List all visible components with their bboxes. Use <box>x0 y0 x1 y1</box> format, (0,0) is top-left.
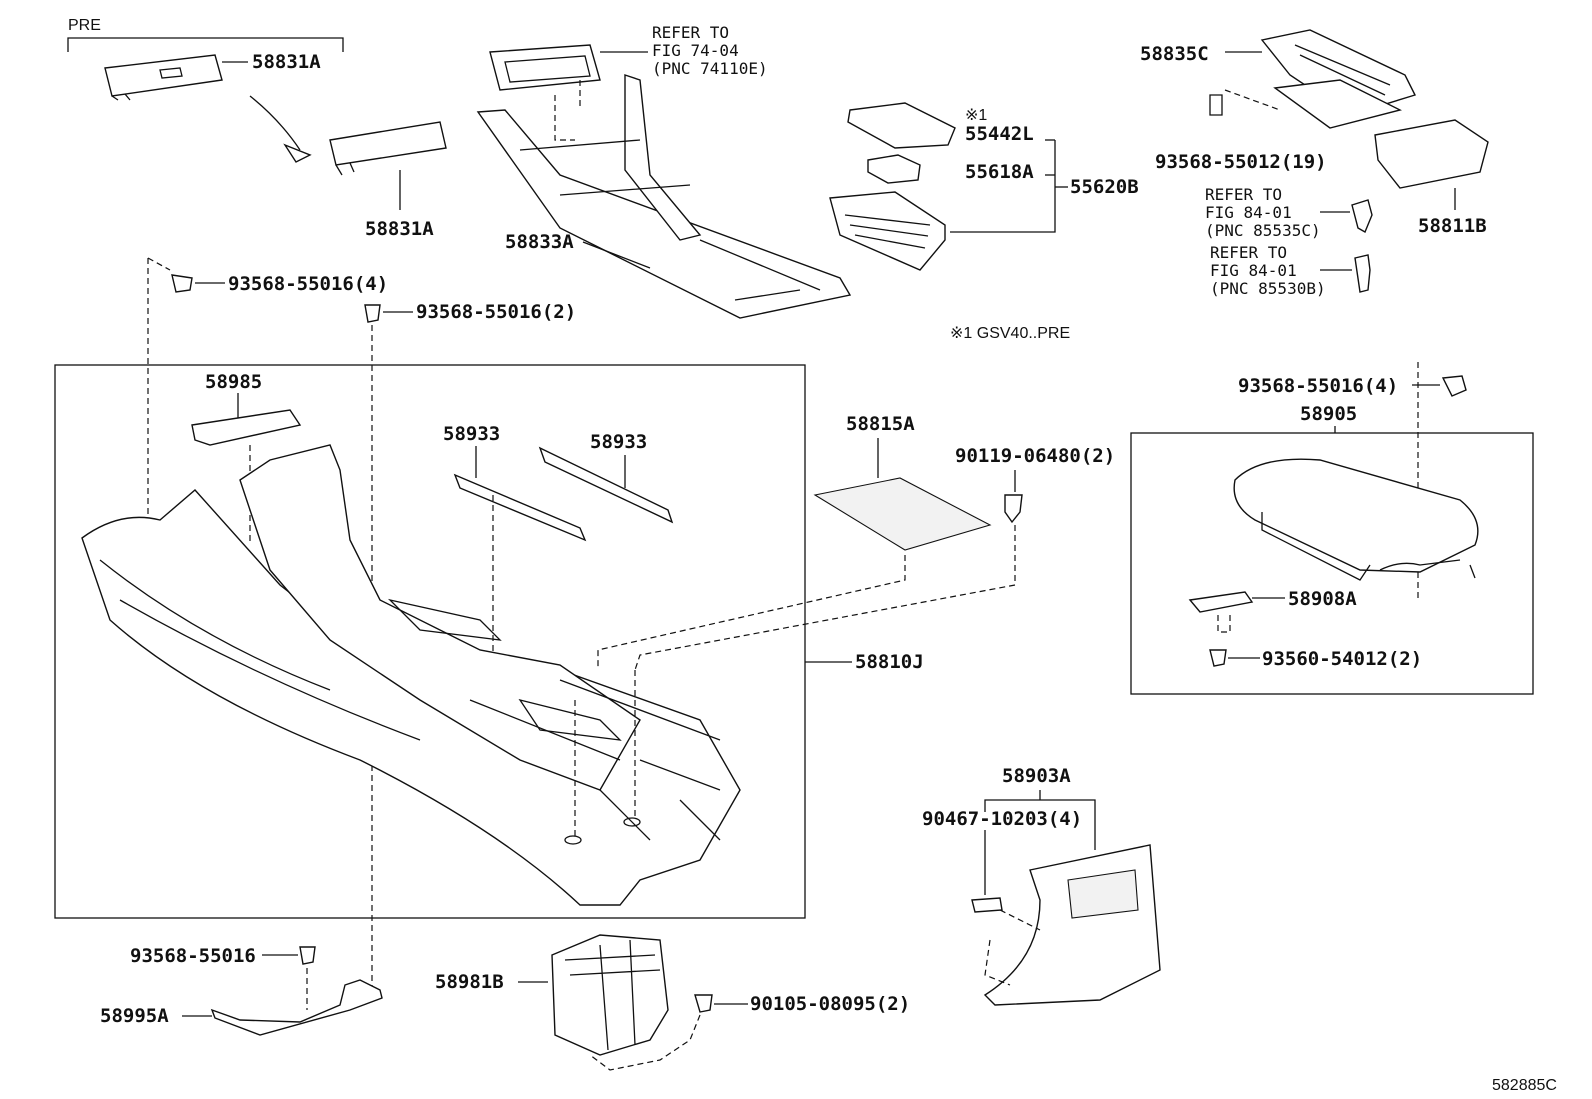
part-58811b <box>1374 119 1489 189</box>
refer3-line2: FIG 84-01 <box>1210 261 1297 280</box>
label-58908a: 58908A <box>1288 588 1357 610</box>
part-58903a <box>983 844 1161 1006</box>
part-58981b <box>551 934 669 1056</box>
part-58815A-group: 58815A 90119-06480(2) <box>597 413 1115 671</box>
diagram-code: 582885C <box>1492 1077 1557 1094</box>
label-90105-08095: 90105-08095(2) <box>750 993 910 1015</box>
switch-85535c <box>1351 199 1373 234</box>
bottom-parts-group: 93568-55016 58995A 58981B 90105-08095(2) <box>100 934 910 1071</box>
label-58831a-mid: 58831A <box>365 218 434 240</box>
label-58833a: 58833A <box>505 231 574 253</box>
clip-90467-10203 <box>971 897 1003 913</box>
part-58835C-group: 58835C 93568-55012(19) 58811B REFER TO F… <box>1140 29 1489 298</box>
label-58831a-top: 58831A <box>252 51 321 73</box>
label-58835c: 58835C <box>1140 43 1209 65</box>
screw-93568-55016-4a <box>171 274 193 293</box>
label-58933-b: 58933 <box>590 431 647 453</box>
part-58831a-lower <box>329 121 447 166</box>
footnote: ※1 GSV40..PRE <box>950 325 1070 342</box>
label-58981b: 58981B <box>435 971 504 993</box>
screws-top-left: 93568-55016(4) 93568-55016(2) <box>147 257 576 1000</box>
part-58810J-group: 58985 58933 58933 58810J <box>54 364 924 919</box>
part-55620b-tray <box>829 191 946 271</box>
part-58908a <box>1188 591 1254 613</box>
label-93568-55016-4a: 93568-55016(4) <box>228 273 388 295</box>
label-58985: 58985 <box>205 371 262 393</box>
part-58985 <box>191 409 302 446</box>
label-93568-55012: 93568-55012(19) <box>1155 151 1327 173</box>
part-55442l <box>847 102 956 149</box>
screw-90105-08095 <box>694 994 713 1013</box>
label-90119-06480: 90119-06480(2) <box>955 445 1115 467</box>
rear-vent <box>1067 869 1139 919</box>
label-58810j: 58810J <box>855 651 924 673</box>
part-58831a-upper <box>104 54 223 97</box>
part-58933-a <box>453 473 587 542</box>
part-58903A-group: 58903A 90467-10203(4) <box>922 765 1161 1006</box>
pre-label: PRE <box>68 17 101 34</box>
label-93568-55016-4b: 93568-55016(4) <box>1238 375 1398 397</box>
label-90467-10203: 90467-10203(4) <box>922 808 1082 830</box>
note-mark: ※1 <box>965 107 987 124</box>
screw-93560-54012 <box>1209 649 1227 667</box>
screw-90119-06480 <box>1004 494 1023 524</box>
box-58810j <box>54 364 806 919</box>
part-58831A-group: PRE 58831A 58831A <box>67 17 447 240</box>
screw-93568-55016-2 <box>364 304 381 323</box>
part-58810j-console <box>81 489 741 906</box>
part-58905-armrest <box>1233 458 1479 573</box>
refer-part-74110e <box>489 44 601 91</box>
part-55618a <box>867 154 921 184</box>
part-58815a <box>813 477 992 551</box>
label-93568-55016-2: 93568-55016(2) <box>416 301 576 323</box>
refer1-line1: REFER TO <box>652 23 729 42</box>
screw-93568-55016 <box>299 946 316 965</box>
label-58995a: 58995A <box>100 1005 169 1027</box>
label-58815a: 58815A <box>846 413 915 435</box>
refer2-line1: REFER TO <box>1205 185 1282 204</box>
refer2-line2: FIG 84-01 <box>1205 203 1292 222</box>
label-93560-54012: 93560-54012(2) <box>1262 648 1422 670</box>
label-58933-a: 58933 <box>443 423 500 445</box>
label-93568-55016: 93568-55016 <box>130 945 256 967</box>
label-55442l: 55442L <box>965 123 1034 145</box>
label-58905: 58905 <box>1300 403 1357 425</box>
refer1-line3: (PNC 74110E) <box>652 59 768 78</box>
label-58903a: 58903A <box>1002 765 1071 787</box>
part-58933-b <box>538 446 674 524</box>
part-58833A-group: REFER TO FIG 74-04 (PNC 74110E) 58833A <box>476 23 852 319</box>
part-55620B-group: 55442L ※1 55618A 55620B ※1 GSV40..PRE <box>829 102 1139 342</box>
label-55620b: 55620B <box>1070 176 1139 198</box>
box-58905 <box>1130 432 1534 695</box>
label-55618a: 55618A <box>965 161 1034 183</box>
socket-85530b <box>1354 254 1371 293</box>
refer2-line3: (PNC 85535C) <box>1205 221 1321 240</box>
refer3-line3: (PNC 85530B) <box>1210 279 1326 298</box>
refer1-line2: FIG 74-04 <box>652 41 739 60</box>
label-58811b: 58811B <box>1418 215 1487 237</box>
screw-93568-55016-4b <box>1441 375 1467 397</box>
refer3-line1: REFER TO <box>1210 243 1287 262</box>
part-58905-group: 93568-55016(4) 58905 58908A 93560-54012(… <box>1130 362 1534 695</box>
part-58995a <box>210 979 383 1036</box>
